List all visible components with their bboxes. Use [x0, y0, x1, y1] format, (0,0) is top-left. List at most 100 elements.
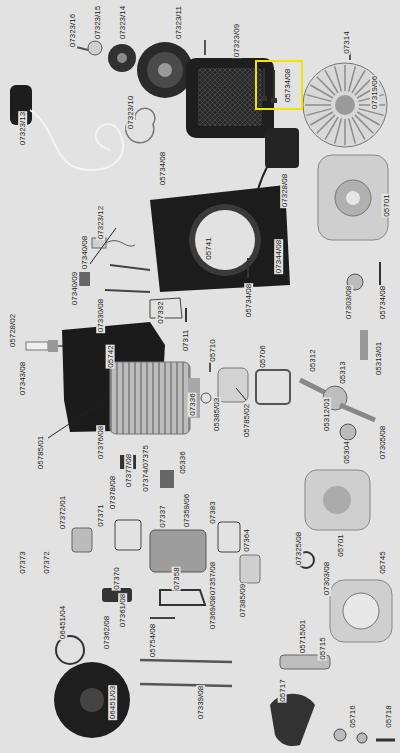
callout-number: 07359/06	[182, 492, 191, 527]
callout-number: 07358	[172, 566, 181, 590]
callout-number: 07311	[181, 328, 190, 352]
callout-number: 07319/06	[370, 74, 379, 109]
callout-number: 05785/02	[242, 402, 251, 437]
callout-number: 05701	[336, 533, 345, 557]
callout-number: 05706	[258, 344, 267, 368]
callout-number: 07303/08	[344, 284, 353, 319]
callout-number: 07370	[112, 566, 121, 590]
spark-plug	[26, 340, 66, 352]
flywheel-fin	[355, 115, 373, 133]
callout-number: 05385/03	[212, 396, 221, 431]
flywheel-fin	[305, 104, 331, 106]
callout-number: 07339/08	[196, 684, 205, 719]
callout-number: 07336	[188, 392, 197, 416]
callout-number: 07328/08	[280, 172, 289, 207]
callout-number: 07374/07375	[140, 444, 149, 493]
cylinder	[110, 362, 200, 434]
callout-number: 07372	[42, 550, 51, 574]
callout-number: 07323/14	[118, 4, 127, 39]
crankshaft	[300, 330, 375, 420]
callout-number: 05313/01	[374, 340, 383, 375]
callout-number: 07337	[158, 504, 167, 528]
bolts	[140, 660, 232, 686]
air-filter	[54, 636, 130, 738]
clutch-parts	[270, 655, 395, 746]
callout-number: 07373	[18, 550, 27, 574]
flywheel-fin	[349, 119, 356, 144]
callout-number: 05754/08	[148, 622, 157, 657]
flywheel-fin	[325, 117, 338, 140]
callout-number: 05312/01	[322, 396, 331, 431]
callout-number: 05701	[382, 193, 391, 217]
callout-number: 07323/15	[93, 4, 102, 39]
starter-parts	[68, 40, 205, 143]
callout-number: 07369/08	[208, 594, 217, 629]
callout-number: 05710	[208, 338, 217, 362]
callout-number: 07343/08	[18, 360, 27, 395]
callout-number: 05734/08	[378, 284, 387, 319]
callout-number: 05716	[348, 704, 357, 728]
callout-number: 07372/01	[58, 494, 67, 529]
flywheel-fin	[317, 115, 335, 133]
callout-number: 07361/08	[118, 592, 127, 627]
crankcase-half	[318, 155, 388, 240]
callout-number: 07323/16	[68, 12, 77, 47]
fan-housing	[150, 185, 290, 292]
callout-number: 07385/09	[238, 582, 247, 617]
callout-number: 05717	[278, 678, 287, 702]
callout-number: 07323/09	[232, 22, 241, 57]
callout-number: 07305/08	[378, 424, 387, 459]
flywheel-fin	[306, 109, 331, 116]
callout-number: 05715	[318, 636, 327, 660]
callout-number: 05745	[378, 550, 387, 574]
highlight-box: 05734/08	[255, 60, 303, 110]
bearing	[340, 424, 356, 440]
callout-number: 07340/08	[80, 234, 89, 269]
callout-number: 05718	[384, 704, 393, 728]
callout-number: 05728/02	[8, 312, 17, 347]
callout-number: 05715/01	[298, 618, 307, 653]
callout-number: 07330/08	[96, 297, 105, 332]
callout-number: 05304	[342, 440, 351, 464]
callout-number: 05312	[308, 348, 317, 372]
callout-number: 05336	[178, 450, 187, 474]
flywheel-fin	[352, 70, 365, 93]
callout-number: 07344/08	[274, 238, 283, 273]
callout-number: 06451/03	[108, 684, 117, 719]
callout-number: 07323/10	[126, 94, 135, 129]
carburettor	[72, 455, 260, 618]
flywheel-fin	[335, 66, 342, 91]
callout-number: 05742	[106, 344, 115, 368]
leader-line	[236, 388, 246, 400]
callout-number: 07323/12	[96, 204, 105, 239]
callout-number: 07323/11	[173, 5, 182, 40]
callout-number: 07364	[242, 528, 251, 552]
callout-number: 07323/13	[18, 110, 27, 145]
callout-number: 07371	[96, 503, 105, 527]
flywheel-fin	[317, 77, 335, 95]
callout-number: 07357/08	[208, 560, 217, 595]
flywheel-fin	[344, 65, 346, 91]
callout-number: 05785/01	[36, 434, 45, 469]
callout-number: 05741	[204, 236, 213, 260]
callout-number: 07378/08	[108, 474, 117, 509]
gasket	[256, 370, 290, 404]
starter-cover	[186, 58, 274, 138]
callout-number: 07362/08	[102, 614, 111, 649]
flywheel-fin	[310, 85, 333, 98]
small-parts	[72, 238, 380, 322]
flywheel-fin	[357, 112, 380, 125]
callout-number: 07303/08	[322, 560, 331, 595]
flywheel	[303, 63, 387, 147]
callout-number: 05734/08	[158, 150, 167, 185]
callout-number: 07325/08	[294, 530, 303, 565]
clutch-housing	[330, 580, 392, 642]
callout-number: 07383	[208, 500, 217, 524]
callout-number: 05734/08	[244, 282, 253, 317]
piston	[201, 362, 248, 403]
flywheel-fin	[344, 119, 346, 145]
callout-number: 05734/08	[283, 67, 292, 102]
callout-number: 07314	[342, 30, 351, 54]
callout-number: 07376/08	[96, 424, 105, 459]
